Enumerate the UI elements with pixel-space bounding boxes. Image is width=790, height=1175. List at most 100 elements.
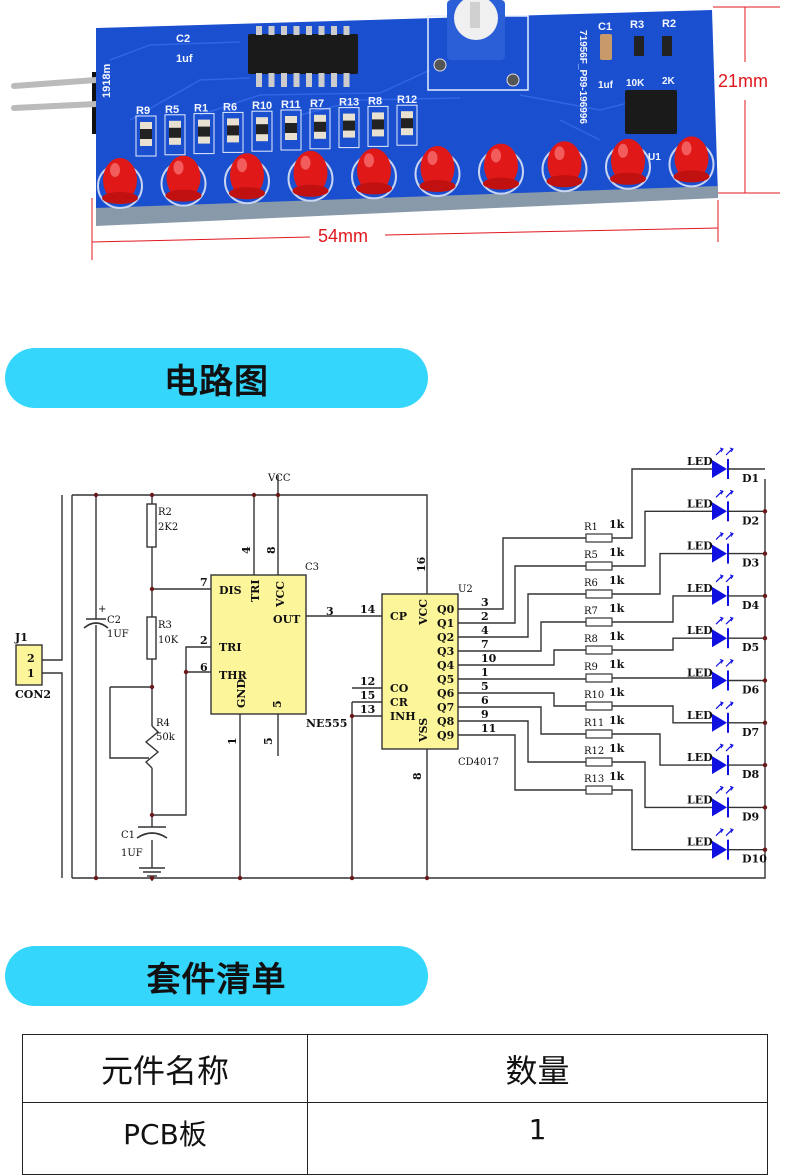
resistor-ref: R12 [584,746,604,757]
resistor-ref: R13 [584,774,604,785]
ne555-pinnum-1: 1 [226,737,239,745]
pcb-illustration: C2 1uf 1918m C1 R3 R2 1uf 10K 2K 71956F_… [11,0,780,260]
ne555-part: NE555 [306,717,347,730]
led [478,143,524,195]
junction-dot [149,812,155,818]
silk-c1-value: 1uf [598,80,614,91]
cd4017-pin-co: CO [390,682,409,695]
r4-value: 50k [156,732,176,743]
resistor-ref: R6 [584,578,598,589]
r2-value: 2K2 [158,522,178,533]
wire [458,593,586,638]
ic-cd4017 [248,26,358,87]
c2-value: 1UF [107,629,129,640]
c1-value: 1UF [121,848,143,859]
diode-triangle [712,671,727,690]
resistor-ref: R9 [584,662,598,673]
silk-resistor-label: R13 [339,97,359,109]
j1-name: CON2 [15,688,51,701]
wire [42,672,63,878]
cd4017-pin-q4: Q4 [437,659,455,672]
led [414,146,461,197]
wire [612,595,712,623]
bom-header-name: 元件名称 [22,1034,308,1103]
bom-table: 元件名称 数量 PCB板 1 [22,1034,768,1175]
vcc-label: VCC [267,473,291,484]
light-arrow-icon [715,575,733,583]
junction-dot [762,847,768,852]
junction-dot [762,762,768,768]
ne555-pin-cv: 5 [271,700,284,708]
cd4017-pinnum-q0: 3 [481,596,489,609]
ic-ne555 [625,90,677,134]
junction-dot [93,492,99,498]
cd4017-pinnum-q3: 7 [481,638,489,651]
smd-resistor [367,105,389,147]
r3-ref: R3 [158,620,172,631]
cd4017-pinnum-16: 16 [415,556,428,572]
led [224,153,270,205]
silk-serial: 71956F_P89-196996 [577,30,588,124]
silk-resistor-label: R5 [165,104,179,116]
cd4017-ref: U2 [458,584,473,595]
led-ref: D3 [742,557,759,570]
junction-dot [349,713,355,719]
silk-r2: R2 [662,18,676,30]
led-label: LED [687,836,713,849]
diode-triangle [712,756,727,775]
wire [637,479,766,879]
bom-header-row: 元件名称 数量 [22,1034,768,1103]
cd4017-pin-q7: Q7 [437,701,454,714]
ne555-ref: C3 [305,562,319,573]
led-ref: D10 [742,853,767,866]
ne555-pinnum-3: 3 [326,605,334,618]
r3-value: 10K [158,635,179,646]
cd4017-pinnum-q9: 11 [481,722,496,735]
cd4017-pin-inh: INH [390,710,416,723]
silk-resistor-label: R6 [223,101,237,113]
resistor-r3: R3 10K [146,616,179,660]
smd-resistor-row [135,104,418,157]
led-label: LED [687,793,713,806]
silk-resistor-label: R7 [310,98,324,110]
section-header-circuit: 电路图 [5,348,428,408]
resistor-r2: R2 2K2 [146,503,178,548]
led [541,141,588,193]
wire [612,552,712,595]
ne555-pinnum-6: 6 [200,661,208,674]
silk-c1: C1 [598,21,612,33]
ne555-pin-vcc: VCC [274,581,287,608]
ic-cd4017: U2 CD4017 VCC VSS 16 8 CP14CO12CR15INH13… [360,556,499,780]
junction-dot [349,875,355,881]
diode-triangle [712,798,727,817]
diode-triangle [712,460,727,478]
bom-header-quantity: 数量 [307,1034,768,1103]
resistor-value: 1k [609,602,625,615]
silk-resistor-label: R11 [281,99,301,111]
capacitor-c1: C1 1UF [121,826,168,859]
led-row [97,136,715,209]
diode-triangle [712,713,727,732]
ne555-pinnum-2: 2 [200,634,208,647]
wire [458,621,586,652]
ne555-pin-out: OUT [273,613,301,626]
junction-dot [424,875,430,881]
potentiometer [427,0,529,91]
dimension-width-label: 54mm [318,226,369,246]
junction-dot [762,720,768,725]
cd4017-part: CD4017 [458,757,499,768]
ne555-pin-thr: THR [219,669,248,682]
cd4017-pinnum-q6: 5 [481,680,489,693]
wire [458,692,586,707]
wire [612,733,712,766]
r2-ref: R2 [158,507,172,518]
